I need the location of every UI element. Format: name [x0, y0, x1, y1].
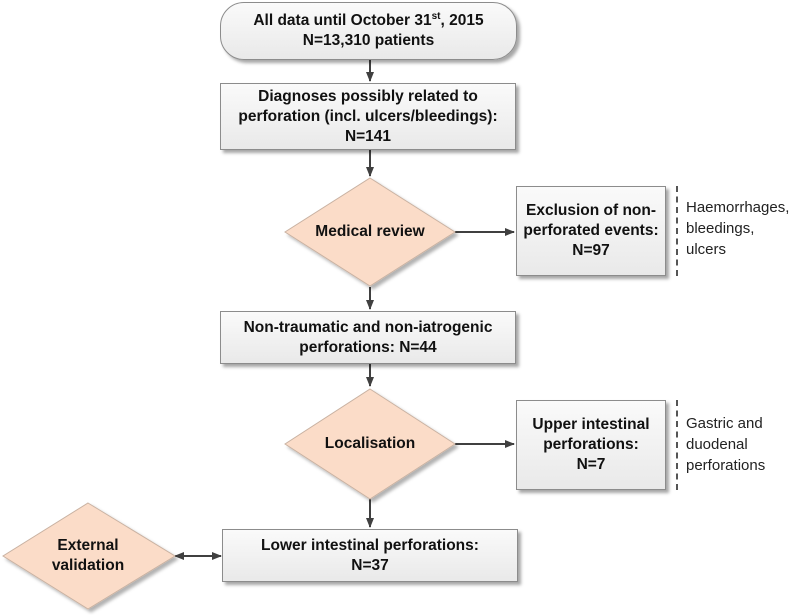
upper-line1: Upper intestinal	[532, 416, 650, 433]
diagnoses-line1: Diagnoses possibly related to	[258, 87, 478, 105]
lower-line1: Lower intestinal perforations:	[261, 536, 479, 554]
medical-review-diamond	[284, 177, 456, 287]
upper-line2: perforations:	[543, 436, 639, 453]
exclusion-note-line3: ulcers	[686, 241, 727, 258]
exclusion-note-bracket	[676, 186, 678, 276]
non-traumatic-line2: perforations: N=44	[299, 338, 437, 356]
lower-line2: N=37	[351, 556, 389, 574]
upper-note-bracket	[676, 400, 678, 490]
external-validation-diamond	[2, 502, 176, 610]
exclusion-note: Haemorrhages, bleedings, ulcers	[686, 197, 789, 260]
exclusion-note-line2: bleedings,	[686, 220, 755, 237]
external-line1: External	[57, 537, 119, 554]
diagnoses-node: Diagnoses possibly related to perforatio…	[220, 83, 516, 150]
lower-intestinal-node: Lower intestinal perforations: N=37	[222, 529, 518, 582]
non-traumatic-node: Non-traumatic and non-iatrogenic perfora…	[220, 311, 516, 364]
diagnoses-line3: N=141	[344, 127, 392, 145]
upper-note: Gastric and duodenal perforations	[686, 413, 765, 476]
upper-note-line2: duodenal	[686, 436, 748, 453]
exclusion-line2: perforated events:	[523, 222, 659, 239]
start-year-text: , 2015	[440, 12, 484, 29]
medical-review-label: Medical review	[315, 223, 425, 240]
start-date-superscript: st	[431, 10, 441, 22]
exclusion-line3: N=97	[572, 242, 610, 259]
upper-note-line3: perforations	[686, 457, 766, 474]
upper-note-line1: Gastric and	[686, 415, 763, 432]
localisation-label: Localisation	[324, 435, 416, 452]
start-date-text: All data until October 31	[253, 12, 432, 29]
start-node-line1: All data until October 31st, 2015	[253, 11, 483, 31]
exclusion-note-line1: Haemorrhages,	[686, 199, 790, 216]
start-node-line2: N=13,310 patients	[302, 32, 435, 49]
non-traumatic-line1: Non-traumatic and non-iatrogenic	[243, 318, 493, 336]
start-node: All data until October 31st, 2015 N=13,3…	[220, 2, 517, 60]
upper-line3: N=7	[576, 456, 606, 473]
upper-intestinal-node: Upper intestinal perforations: N=7	[516, 400, 666, 490]
exclusion-node: Exclusion of non- perforated events: N=9…	[516, 186, 666, 276]
external-line2: validation	[51, 557, 125, 574]
localisation-diamond	[284, 388, 456, 500]
diagnoses-line2: perforation (incl. ulcers/bleedings):	[238, 107, 498, 125]
external-validation-label: External validation	[13, 534, 163, 578]
exclusion-line1: Exclusion of non-	[525, 202, 657, 219]
